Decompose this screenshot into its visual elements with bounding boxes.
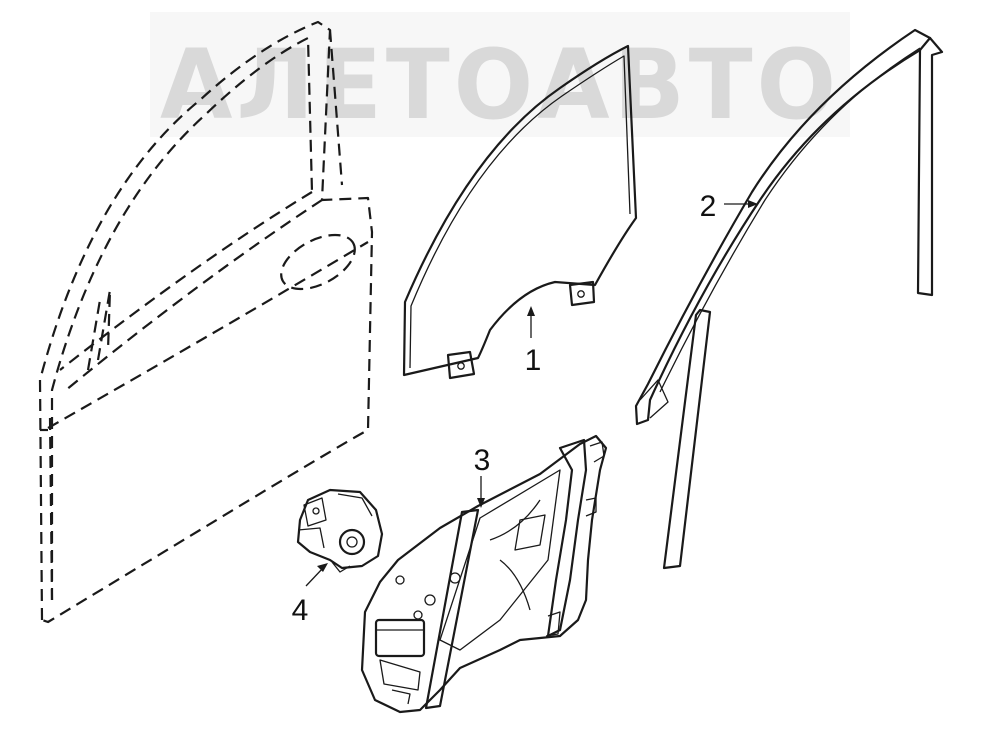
watermark: АЛЕТОАВТО [150, 12, 850, 141]
door-shell [38, 20, 374, 624]
callout-2-label: 2 [700, 190, 717, 223]
glass-run-channel [634, 28, 944, 570]
regulator-motor [296, 488, 384, 573]
callout-1-label: 1 [525, 344, 542, 377]
callout-3-label: 3 [474, 444, 491, 477]
watermark-text: АЛЕТОАВТО [160, 29, 840, 141]
leader-lines [305, 200, 758, 587]
door-glass [402, 44, 638, 380]
callout-4-label: 4 [292, 594, 309, 627]
window-regulator [360, 434, 608, 714]
